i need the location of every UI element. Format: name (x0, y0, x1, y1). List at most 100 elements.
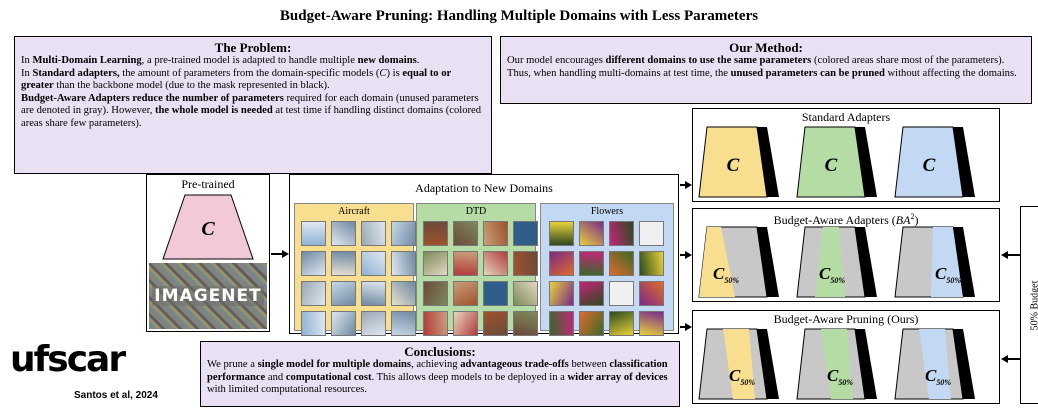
arrow-to-standard (680, 184, 686, 186)
domain-dtd: DTD (416, 203, 538, 336)
domain-dtd-label: DTD (465, 206, 487, 217)
svg-text:C50%: C50% (935, 264, 961, 285)
bap-model-dtd: C50% (796, 328, 877, 400)
arrow-budget-to-bap (1008, 358, 1020, 360)
flower-thumbnail (609, 311, 634, 336)
standard-model-aircraft: C (698, 126, 779, 198)
dtd-thumbnail (513, 221, 538, 246)
flower-thumbnail (609, 221, 634, 246)
domain-aircraft-label: Aircraft (338, 206, 370, 217)
flower-thumbnail (639, 281, 664, 306)
budget-label: 50% Budget (1029, 280, 1038, 331)
aircraft-thumbnail (391, 281, 416, 306)
arrowhead-left (1001, 251, 1008, 259)
method-box: Our Method: Our model encourages differe… (500, 36, 1032, 104)
aircraft-thumbnail (361, 251, 386, 276)
dtd-thumbnail (483, 311, 508, 336)
adaptation-title: Adaptation to New Domains (415, 181, 553, 195)
ufscar-logo: ufscar (10, 339, 126, 380)
aircraft-thumbnail (391, 221, 416, 246)
credit-text: Santos et al, 2024 (74, 390, 158, 401)
problem-box: The Problem: In Multi-Domain Learning, a… (14, 36, 492, 174)
standard-adapters-panel: Standard Adapters C C C (692, 108, 1000, 202)
bap-diagram: C50% C50% C50% (698, 328, 975, 400)
flower-thumbnail (639, 221, 664, 246)
dtd-thumbnail (423, 221, 448, 246)
imagenet-collage: IMAGENET (149, 263, 267, 329)
arrow-budget-to-ba2 (1008, 254, 1020, 256)
dtd-thumbnail (423, 281, 448, 306)
svg-text:C: C (727, 155, 740, 176)
svg-text:C50%: C50% (925, 366, 951, 387)
dtd-thumbnail (453, 281, 478, 306)
aircraft-thumbnail (301, 251, 326, 276)
flower-thumbnail (549, 221, 574, 246)
standard-model-flowers: C (894, 126, 975, 198)
aircraft-thumbnail (361, 311, 386, 336)
flower-thumbnail (609, 281, 634, 306)
bap-title: Budget-Aware Pruning (Ours) (773, 312, 919, 326)
aircraft-thumbnail (331, 221, 356, 246)
pretrained-model-letter: C (201, 218, 215, 240)
dtd-thumbnail (513, 251, 538, 276)
svg-text:C50%: C50% (819, 264, 845, 285)
aircraft-thumbnail (331, 311, 356, 336)
adaptation-panel: Adaptation to New Domains Aircraft DTD F… (289, 174, 679, 336)
bap-panel: Budget-Aware Pruning (Ours) C50% C50% C5… (692, 310, 1000, 404)
aircraft-thumbnail (301, 221, 326, 246)
bap-model-flowers: C50% (894, 328, 975, 400)
svg-text:C50%: C50% (713, 264, 739, 285)
domain-flowers-label: Flowers (590, 206, 624, 217)
aircraft-grid (301, 221, 416, 336)
method-paragraph: Our model encourages different domains t… (507, 55, 1017, 79)
arrow-to-bap (680, 326, 686, 328)
imagenet-logo-text: IMAGENET (152, 286, 264, 306)
pretrained-label: Pre-trained (181, 177, 235, 191)
problem-paragraph-1: In Multi-Domain Learning, a pre-trained … (21, 55, 420, 66)
dtd-thumbnail (513, 311, 538, 336)
flower-thumbnail (549, 281, 574, 306)
budget-bracket (1020, 206, 1038, 404)
domain-flowers: Flowers (540, 203, 674, 336)
method-heading: Our Method: (729, 40, 803, 55)
dtd-thumbnail (483, 281, 508, 306)
flower-thumbnail (579, 221, 604, 246)
flowers-grid (549, 221, 673, 336)
dtd-thumbnail (483, 251, 508, 276)
ba2-model-aircraft: C50% (698, 226, 779, 298)
domain-aircraft: Aircraft (294, 203, 416, 336)
flower-thumbnail (579, 281, 604, 306)
aircraft-thumbnail (391, 251, 416, 276)
svg-text:C: C (923, 155, 936, 176)
problem-paragraph-3: Budget-Aware Adapters reduce the number … (21, 92, 482, 129)
pretrained-panel: Pre-trained C IMAGENET (146, 174, 270, 332)
arrowhead (685, 251, 692, 259)
arrow-pretrained-to-adaptation (271, 253, 283, 255)
standard-adapters-diagram: C C C (698, 126, 975, 198)
dtd-grid (423, 221, 538, 336)
svg-text:C50%: C50% (729, 366, 755, 387)
bap-model-aircraft: C50% (698, 328, 779, 400)
aircraft-thumbnail (331, 251, 356, 276)
dtd-thumbnail (453, 311, 478, 336)
dtd-thumbnail (483, 221, 508, 246)
standard-model-dtd: C (796, 126, 877, 198)
conclusions-box: Conclusions: We prune a single model for… (200, 341, 680, 407)
standard-adapters-title: Standard Adapters (801, 110, 891, 124)
conclusions-heading: Conclusions: (404, 344, 476, 359)
arrowhead-left (1001, 355, 1008, 363)
problem-heading: The Problem: (214, 40, 292, 55)
aircraft-thumbnail (301, 311, 326, 336)
conclusions-paragraph: We prune a single model for multiple dom… (207, 359, 668, 396)
flower-thumbnail (579, 251, 604, 276)
flower-thumbnail (549, 251, 574, 276)
aircraft-thumbnail (301, 281, 326, 306)
aircraft-thumbnail (361, 221, 386, 246)
ba2-model-flowers: C50% (894, 226, 975, 298)
ba2-model-dtd: C50% (796, 226, 877, 298)
dtd-thumbnail (453, 221, 478, 246)
dtd-thumbnail (513, 281, 538, 306)
flower-thumbnail (609, 251, 634, 276)
ba2-diagram: C50% C50% C50% (698, 226, 975, 298)
pretrained-model-shape: C (162, 194, 254, 260)
